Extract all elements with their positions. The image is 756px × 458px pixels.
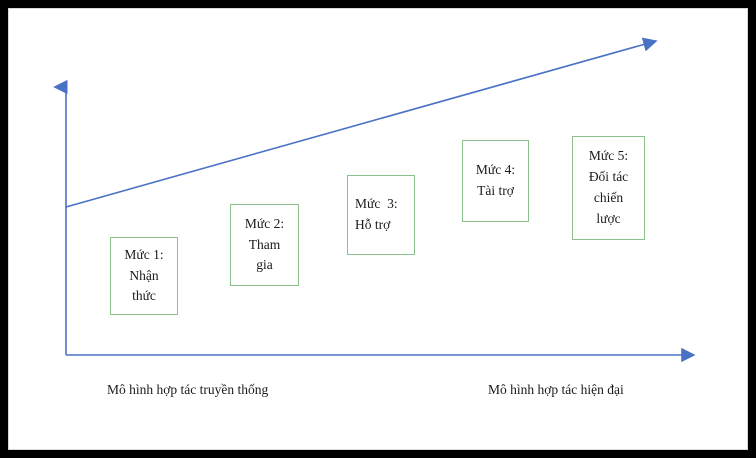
level-box-muc-4-line-2: Tài trợ [477, 183, 514, 198]
level-box-muc-2-line-1: Mức 2: [244, 215, 285, 231]
level-box-muc-1-line-3: thức [132, 288, 156, 304]
collaboration-maturity-diagram: Mức 1: Nhận thức Mức 2: Tham gia Mức 3: … [8, 8, 748, 450]
axes-group [53, 37, 696, 363]
level-box-muc-1-line-2: Nhận [129, 267, 159, 283]
level-box-muc-1-line-1: Mức 1: [124, 246, 164, 262]
level-box-muc-5-line-3: chiến [593, 190, 624, 205]
level-box-muc-3[interactable]: Mức 3: Hỗ trợ [347, 175, 415, 255]
level-box-muc-5[interactable]: Mức 5: Đối tác chiến lược [572, 136, 645, 240]
caption-traditional-model: Mô hình hợp tác truyền thống [107, 382, 269, 397]
level-box-muc-1[interactable]: Mức 1: Nhận thức [110, 237, 178, 315]
level-box-muc-5-line-2: Đối tác [588, 169, 629, 185]
level-box-muc-5-line-1: Mức 5: [588, 148, 629, 164]
level-box-muc-2-line-3: gia [256, 257, 273, 273]
level-box-muc-3-line-1: Mức 3: [355, 196, 398, 212]
trend-line-arrow [65, 37, 658, 208]
level-box-muc-4-line-1: Mức 4: [475, 162, 516, 178]
level-box-muc-5-line-4: lược [596, 210, 621, 226]
caption-modern-model: Mô hình hợp tác hiện đại [488, 382, 624, 397]
diagram-canvas: Mức 1: Nhận thức Mức 2: Tham gia Mức 3: … [8, 8, 748, 450]
level-box-muc-4[interactable]: Mức 4: Tài trợ [462, 140, 529, 222]
level-box-muc-3-line-2: Hỗ trợ [355, 217, 391, 232]
level-box-muc-2-line-2: Tham [248, 236, 281, 252]
level-box-muc-2[interactable]: Mức 2: Tham gia [230, 204, 299, 286]
